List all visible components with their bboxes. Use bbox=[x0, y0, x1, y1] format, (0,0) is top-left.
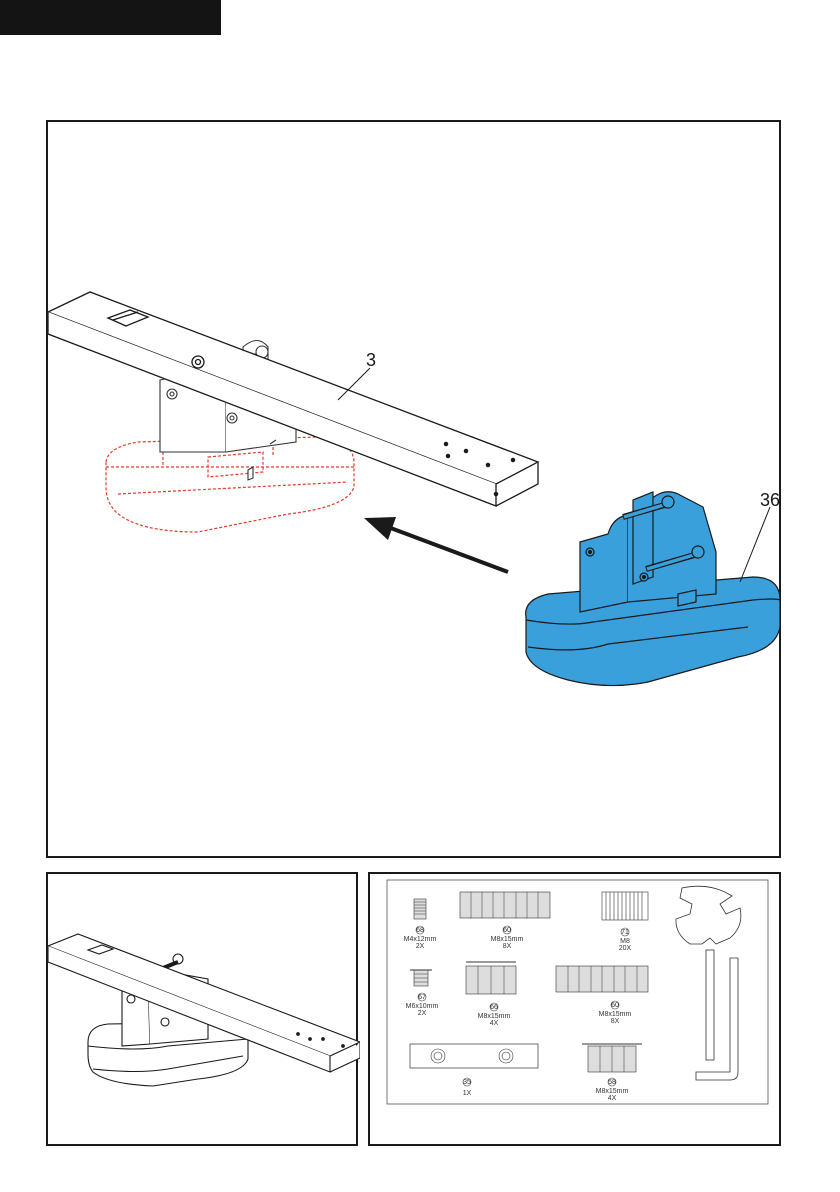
hardware-size: M8x15mm bbox=[596, 1088, 629, 1095]
hardware-item-68: 68 M4x12mm 2X bbox=[404, 899, 437, 950]
assembled-illustration bbox=[48, 874, 360, 1148]
hardware-item-67: 67 M6x10mm 2X bbox=[406, 970, 439, 1017]
assembled-result-panel bbox=[46, 872, 358, 1146]
hardware-item-60-second: 60 M8x15mm 8X bbox=[556, 966, 648, 1025]
hardware-qty: 2X bbox=[418, 1010, 427, 1017]
direction-arrow-icon bbox=[364, 517, 508, 572]
hardware-size: M8x15mm bbox=[491, 936, 524, 943]
hardware-size: M8x15mm bbox=[478, 1013, 511, 1020]
foot-part-36 bbox=[526, 492, 780, 686]
hardware-num: 71 bbox=[621, 929, 629, 936]
assembly-illustration: 3 36 bbox=[48, 122, 783, 860]
hardware-item-71: 71 M8 20X bbox=[602, 892, 648, 952]
hardware-qty: 2X bbox=[416, 943, 425, 950]
hardware-size: M8x15mm bbox=[599, 1011, 632, 1018]
hardware-size: M4x12mm bbox=[404, 936, 437, 943]
hardware-item-58: 58 M8x15mm 4X bbox=[582, 1044, 642, 1102]
hardware-num: 60 bbox=[503, 927, 511, 934]
hardware-pack-panel: 68 M4x12mm 2X 60 M8x15mm 8X 71 M8 20X bbox=[368, 872, 781, 1146]
hardware-qty: 8X bbox=[503, 943, 512, 950]
hardware-num: 66 bbox=[490, 1004, 498, 1011]
part-number-36: 36 bbox=[760, 490, 780, 510]
hex-key-icon bbox=[696, 958, 738, 1080]
assembly-step-panel: 3 36 bbox=[46, 120, 781, 858]
hardware-qty: 1X bbox=[463, 1090, 472, 1097]
hardware-item-60: 60 M8x15mm 8X bbox=[460, 892, 550, 950]
beam-part-3 bbox=[48, 292, 538, 506]
hardware-num: 35 bbox=[463, 1079, 471, 1086]
hardware-num: 58 bbox=[608, 1079, 616, 1086]
hardware-item-35: 35 1X bbox=[410, 1044, 538, 1097]
callout-leader-36 bbox=[740, 507, 770, 582]
hardware-qty: 8X bbox=[611, 1018, 620, 1025]
hardware-illustration: 68 M4x12mm 2X 60 M8x15mm 8X 71 M8 20X bbox=[370, 874, 783, 1148]
hardware-item-66: 66 M8x15mm 4X bbox=[466, 962, 516, 1027]
hardware-num: 68 bbox=[416, 927, 424, 934]
hardware-size: M8 bbox=[620, 938, 630, 945]
hardware-size: M6x10mm bbox=[406, 1003, 439, 1010]
hardware-num: 67 bbox=[418, 994, 426, 1001]
hardware-qty: 4X bbox=[608, 1095, 617, 1102]
hardware-qty: 20X bbox=[619, 945, 632, 952]
header-bar bbox=[0, 0, 221, 35]
part-number-3: 3 bbox=[366, 350, 376, 370]
hardware-num: 60 bbox=[611, 1002, 619, 1009]
hardware-qty: 4X bbox=[490, 1020, 499, 1027]
